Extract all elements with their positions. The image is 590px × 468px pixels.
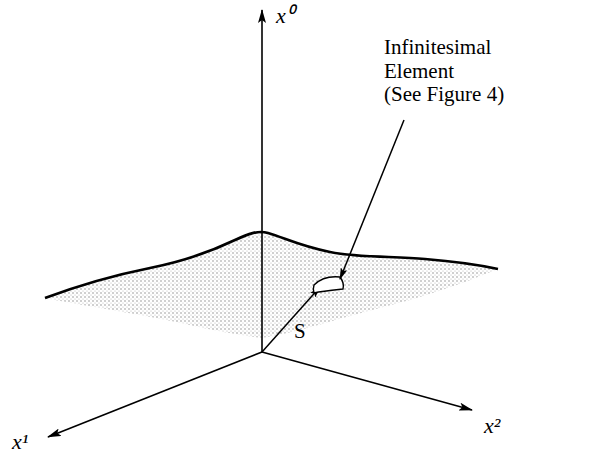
axis-label: x⁰ bbox=[276, 4, 294, 28]
infinitesimal-element bbox=[313, 277, 343, 293]
x1-axis bbox=[48, 352, 262, 437]
axis-label: x¹ bbox=[12, 430, 28, 454]
callout-text: Infinitesimal Element (See Figure 4) bbox=[384, 36, 504, 107]
axis-label: x² bbox=[484, 414, 500, 438]
surface-shading bbox=[45, 232, 498, 338]
x0-axis bbox=[261, 10, 263, 352]
position-vector bbox=[262, 287, 320, 352]
surface-edge bbox=[45, 232, 498, 298]
x2-axis bbox=[262, 352, 472, 410]
vector-label: S bbox=[294, 320, 306, 343]
leader-arrow bbox=[340, 120, 404, 279]
